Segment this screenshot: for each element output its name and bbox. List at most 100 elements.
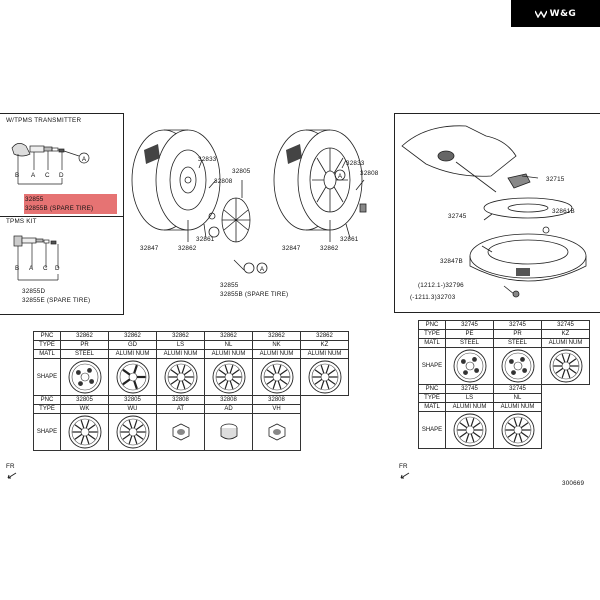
row-header: PNC bbox=[418, 384, 446, 394]
row-header: MATL bbox=[33, 349, 61, 359]
wheel-icon bbox=[164, 360, 197, 394]
shape-cell bbox=[445, 411, 494, 449]
callout-32703: (-1211.3)32703 bbox=[410, 294, 456, 301]
arrow-icon bbox=[7, 472, 17, 479]
row-header: TYPE bbox=[33, 340, 61, 350]
table-cell: 32805 bbox=[60, 395, 109, 405]
table-cell: WK bbox=[60, 404, 109, 414]
wheel-icon bbox=[501, 413, 534, 447]
row-header: SHAPE bbox=[418, 411, 446, 449]
shape-cell bbox=[300, 358, 349, 396]
spare-tire-drawing bbox=[401, 125, 587, 298]
fr-label-left: FR bbox=[6, 463, 15, 470]
wheel-icon bbox=[453, 349, 486, 383]
table-cell: KZ bbox=[541, 329, 590, 339]
wings-icon bbox=[534, 10, 547, 18]
row-header: SHAPE bbox=[33, 413, 61, 451]
logo-text: W&G bbox=[549, 8, 577, 19]
table-cell: ALUMI NUM bbox=[252, 349, 301, 359]
shape-cell bbox=[108, 358, 157, 396]
callout-32861b: 32861B bbox=[552, 208, 575, 215]
callout-32847-b: 32847 bbox=[282, 245, 301, 252]
tpms-kit-title: TPMS KIT bbox=[6, 218, 37, 225]
row-header: PNC bbox=[33, 331, 61, 341]
part-32855: 32855 bbox=[25, 196, 44, 203]
row-header: TYPE bbox=[418, 393, 446, 403]
tpms-valve-drawing: A bbox=[11, 143, 90, 185]
table-row: SHAPE bbox=[418, 347, 590, 385]
table-cell: 32808 bbox=[156, 395, 205, 405]
wheel-icon bbox=[68, 360, 101, 394]
part-32855e: 32855E (SPARE TIRE) bbox=[22, 297, 91, 304]
kit-letter-a: A bbox=[29, 265, 34, 272]
table-cell: WU bbox=[108, 404, 157, 414]
callout-32796: (1212.1-)32796 bbox=[418, 282, 464, 289]
wheel-icon bbox=[68, 415, 101, 449]
table-cell: ALUMI NUM bbox=[300, 349, 349, 359]
svg-text:A: A bbox=[260, 267, 264, 273]
wheel-icon bbox=[268, 423, 285, 441]
table-cell: LS bbox=[156, 340, 205, 350]
part-32855b: 32855B (SPARE TIRE) bbox=[25, 205, 94, 212]
kit-letter-b: B bbox=[15, 265, 20, 272]
svg-text:A: A bbox=[82, 157, 86, 163]
wheel-icon bbox=[172, 423, 189, 441]
kit-letter-d: D bbox=[55, 265, 60, 272]
row-header: SHAPE bbox=[418, 347, 446, 385]
row-header: TYPE bbox=[33, 404, 61, 414]
callout-32855: 32855 bbox=[220, 282, 239, 289]
callout-32805: 32805 bbox=[232, 168, 251, 175]
highlight-box bbox=[24, 194, 117, 214]
table-cell: NK bbox=[252, 340, 301, 350]
letter-a: A bbox=[31, 172, 36, 179]
table-cell: AT bbox=[156, 404, 205, 414]
table-cell: VH bbox=[252, 404, 301, 414]
table-row: SHAPE bbox=[33, 358, 349, 396]
table-row: SHAPE bbox=[418, 411, 590, 449]
tpms-divider bbox=[0, 216, 124, 217]
letter-b: B bbox=[15, 172, 20, 179]
callout-32715: 32715 bbox=[546, 176, 565, 183]
callout-32808-b: 32808 bbox=[360, 170, 379, 177]
table-cell: ALUMI NUM bbox=[541, 338, 590, 348]
table-cell: 32745 bbox=[445, 320, 494, 330]
table-cell: ALUMI NUM bbox=[445, 402, 494, 412]
shape-cell bbox=[493, 411, 542, 449]
drawing-number: 300669 bbox=[562, 480, 585, 487]
tpms-transmitter-title: W/TPMS TRANSMITTER bbox=[6, 117, 82, 124]
table-cell: STEEL bbox=[493, 338, 542, 348]
wheel-icon bbox=[308, 360, 341, 394]
table-cell: ALUMI NUM bbox=[108, 349, 157, 359]
shape-cell bbox=[204, 358, 253, 396]
table-cell: 32862 bbox=[252, 331, 301, 341]
letter-d: D bbox=[59, 172, 64, 179]
callout-32847-a: 32847 bbox=[140, 245, 159, 252]
table-cell: PE bbox=[445, 329, 494, 339]
fr-label-right: FR bbox=[399, 463, 408, 470]
callout-32862-a: 32862 bbox=[178, 245, 197, 252]
table-cell: ALUMI NUM bbox=[156, 349, 205, 359]
shape-cell bbox=[156, 413, 205, 451]
shape-cell bbox=[252, 413, 301, 451]
table-cell: 32808 bbox=[204, 395, 253, 405]
callout-32745: 32745 bbox=[448, 213, 467, 220]
table-cell: 32808 bbox=[252, 395, 301, 405]
wheel-icon bbox=[501, 349, 534, 383]
table-row: SHAPE bbox=[33, 413, 349, 451]
table-cell: 32862 bbox=[60, 331, 109, 341]
table-cell: 32745 bbox=[493, 320, 542, 330]
table-cell: 32862 bbox=[300, 331, 349, 341]
table-cell: NL bbox=[493, 393, 542, 403]
table-cell: PR bbox=[493, 329, 542, 339]
row-header: PNC bbox=[418, 320, 446, 330]
shape-cell bbox=[204, 413, 253, 451]
